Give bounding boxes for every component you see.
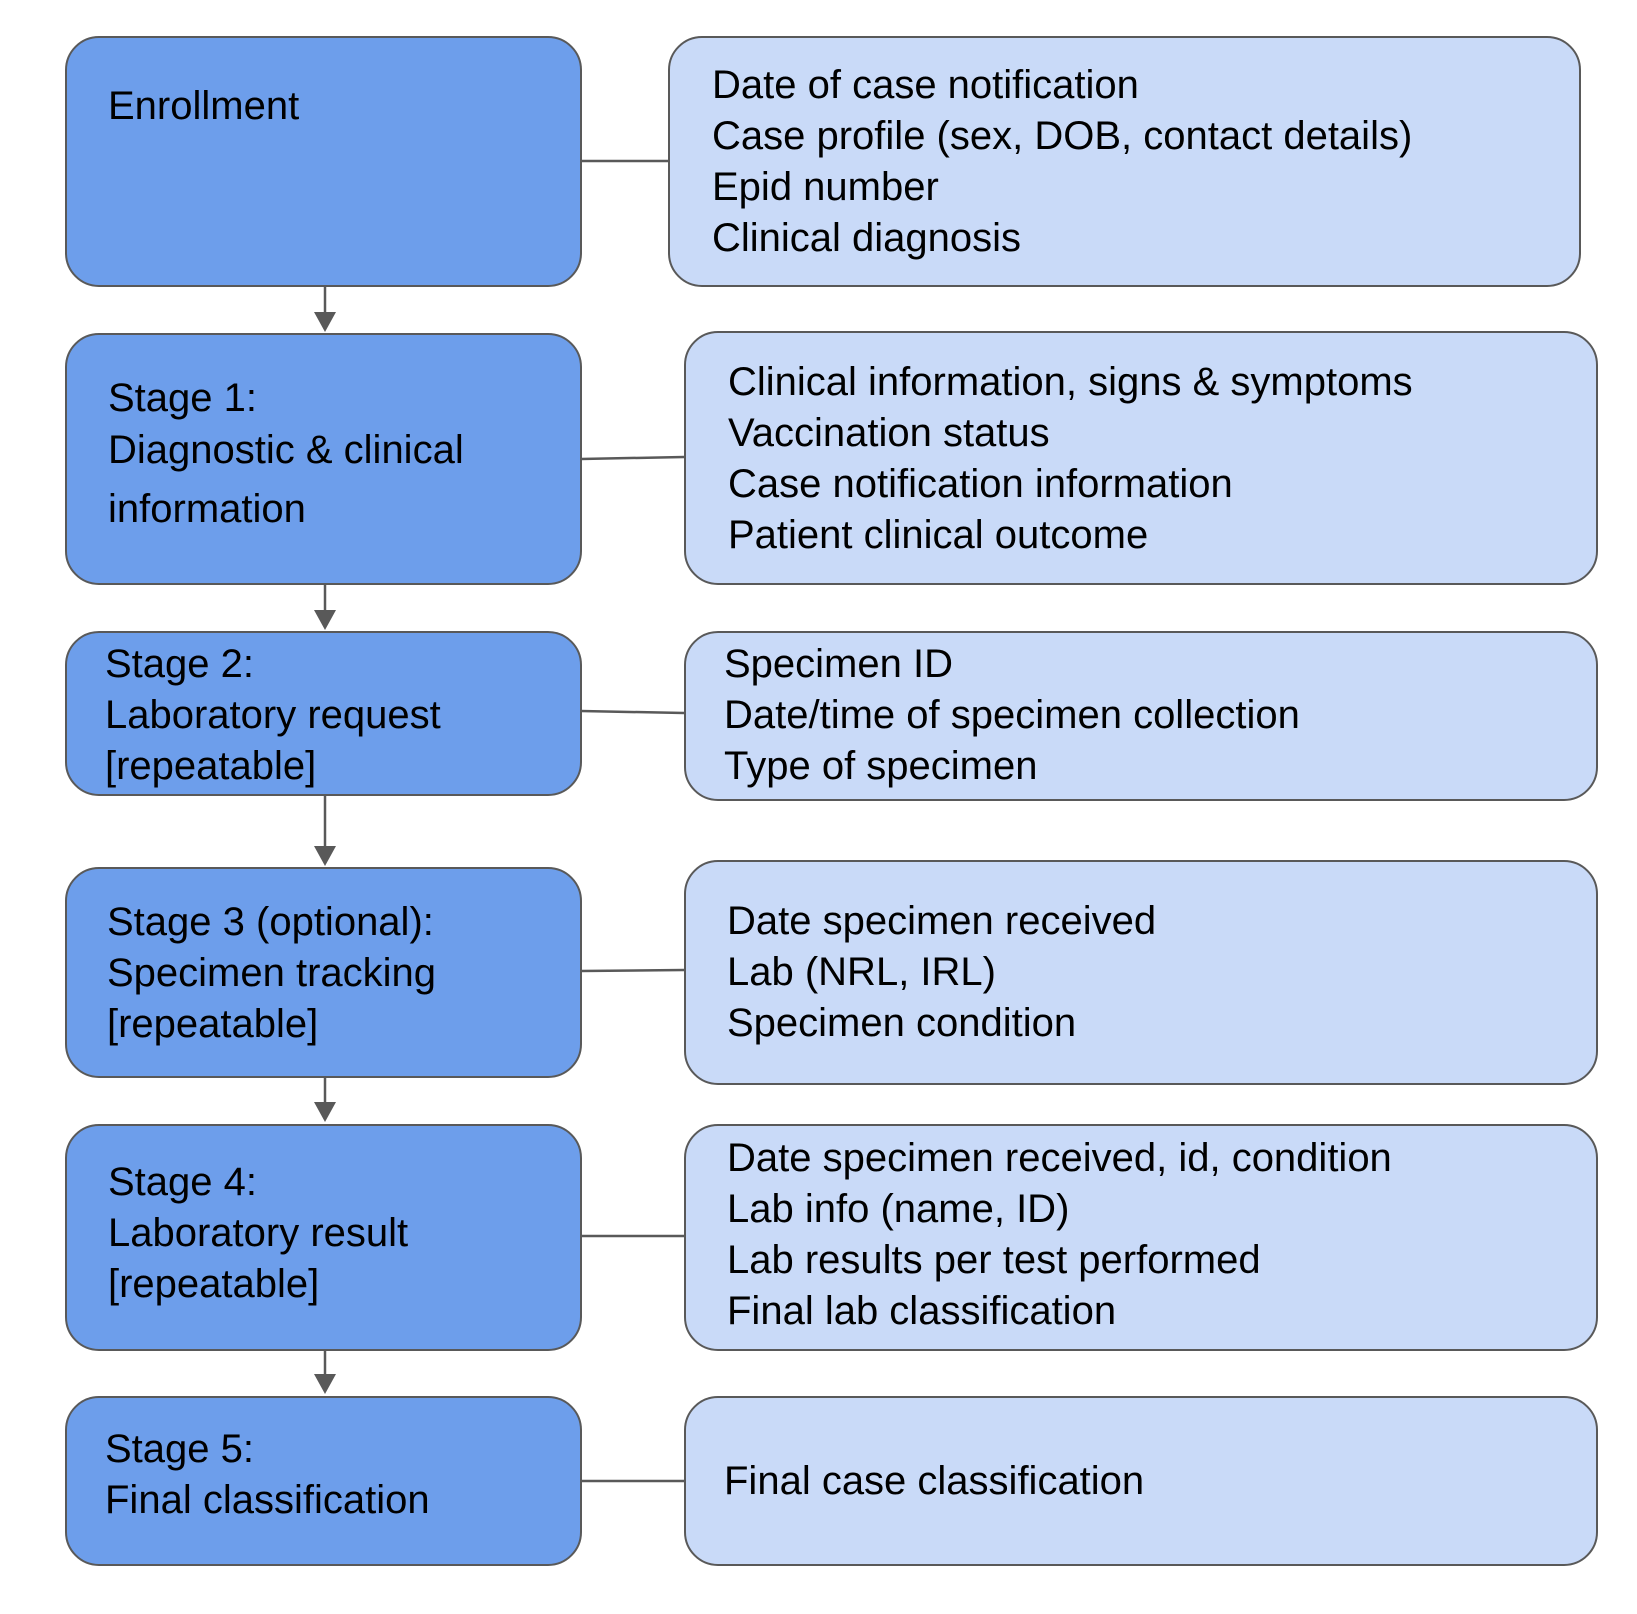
stage-4-box: Stage 4: Laboratory result [repeatable] bbox=[65, 1124, 582, 1351]
enrollment-line-1: Enrollment bbox=[108, 84, 300, 128]
stage-2-label: Stage 2: Laboratory request [repeatable] bbox=[105, 639, 441, 792]
stage-3-details-box: Date specimen received Lab (NRL, IRL) Sp… bbox=[684, 860, 1598, 1085]
stage-5-line-2: Final classification bbox=[105, 1478, 430, 1522]
stage-2-box: Stage 2: Laboratory request [repeatable] bbox=[65, 631, 582, 796]
stage-5-line-1: Stage 5: bbox=[105, 1427, 255, 1471]
arrow-stage-3-to-stage-4 bbox=[314, 1077, 336, 1122]
stage-5-details-box: Final case classification bbox=[684, 1396, 1598, 1566]
detail-line: Date/time of specimen collection bbox=[724, 693, 1300, 737]
link-stage-2 bbox=[580, 709, 685, 715]
link-stage-1 bbox=[580, 455, 685, 461]
stage-2-line-1: Stage 2: bbox=[105, 642, 255, 686]
detail-line: Clinical diagnosis bbox=[712, 216, 1022, 260]
detail-line: Final case classification bbox=[724, 1459, 1145, 1503]
detail-line: Epid number bbox=[712, 165, 939, 209]
stage-1-details-text: Clinical information, signs & symptoms V… bbox=[728, 357, 1413, 561]
stage-3-label: Stage 3 (optional): Specimen tracking [r… bbox=[107, 897, 436, 1050]
detail-line: Clinical information, signs & symptoms bbox=[728, 360, 1413, 404]
enrollment-label: Enrollment bbox=[108, 81, 299, 132]
stage-5-box: Stage 5: Final classification bbox=[65, 1396, 582, 1566]
stage-1-label: Stage 1: Diagnostic & clinical informati… bbox=[108, 374, 464, 540]
arrow-stage-1-to-stage-2 bbox=[314, 584, 336, 630]
stage-1-box: Stage 1: Diagnostic & clinical informati… bbox=[65, 333, 582, 585]
arrow-enrollment-to-stage-1 bbox=[314, 286, 336, 332]
detail-line: Specimen ID bbox=[724, 642, 953, 686]
enrollment-details-box: Date of case notification Case profile (… bbox=[668, 36, 1581, 287]
stage-1-details-box: Clinical information, signs & symptoms V… bbox=[684, 331, 1598, 585]
stage-1-line-1: Stage 1: bbox=[108, 376, 258, 420]
stage-2-details-text: Specimen ID Date/time of specimen collec… bbox=[724, 639, 1300, 792]
detail-line: Lab results per test performed bbox=[727, 1238, 1261, 1282]
stage-4-line-1: Stage 4: bbox=[108, 1160, 258, 1204]
detail-line: Final lab classification bbox=[727, 1289, 1117, 1333]
stage-2-line-3: [repeatable] bbox=[105, 744, 317, 788]
detail-line: Specimen condition bbox=[727, 1001, 1077, 1045]
detail-line: Date specimen received, id, condition bbox=[727, 1136, 1392, 1180]
stage-2-line-2: Laboratory request bbox=[105, 693, 441, 737]
stage-4-details-text: Date specimen received, id, condition La… bbox=[727, 1133, 1392, 1337]
stage-4-line-3: [repeatable] bbox=[108, 1262, 320, 1306]
detail-line: Type of specimen bbox=[724, 744, 1038, 788]
stage-5-details-text: Final case classification bbox=[724, 1456, 1144, 1507]
detail-line: Lab info (name, ID) bbox=[727, 1187, 1070, 1231]
stage-1-line-3: information bbox=[108, 487, 306, 531]
link-stage-3 bbox=[580, 968, 685, 973]
enrollment-box: Enrollment bbox=[65, 36, 582, 287]
stage-4-label: Stage 4: Laboratory result [repeatable] bbox=[108, 1157, 408, 1310]
detail-line: Case profile (sex, DOB, contact details) bbox=[712, 114, 1413, 158]
stage-3-box: Stage 3 (optional): Specimen tracking [r… bbox=[65, 867, 582, 1078]
stage-3-line-2: Specimen tracking bbox=[107, 951, 437, 995]
arrow-stage-4-to-stage-5 bbox=[314, 1350, 336, 1394]
detail-line: Date specimen received bbox=[727, 899, 1157, 943]
arrow-stage-2-to-stage-3 bbox=[314, 795, 336, 866]
stage-4-details-box: Date specimen received, id, condition La… bbox=[684, 1124, 1598, 1351]
detail-line: Vaccination status bbox=[728, 411, 1050, 455]
stage-2-details-box: Specimen ID Date/time of specimen collec… bbox=[684, 631, 1598, 801]
stage-5-label: Stage 5: Final classification bbox=[105, 1424, 430, 1526]
enrollment-details-text: Date of case notification Case profile (… bbox=[712, 60, 1412, 264]
stage-4-line-2: Laboratory result bbox=[108, 1211, 409, 1255]
stage-3-line-3: [repeatable] bbox=[107, 1002, 319, 1046]
detail-line: Date of case notification bbox=[712, 63, 1139, 107]
detail-line: Case notification information bbox=[728, 462, 1233, 506]
stage-3-line-1: Stage 3 (optional): bbox=[107, 900, 434, 944]
stage-1-line-2: Diagnostic & clinical bbox=[108, 428, 464, 472]
detail-line: Patient clinical outcome bbox=[728, 513, 1149, 557]
detail-line: Lab (NRL, IRL) bbox=[727, 950, 996, 994]
stage-3-details-text: Date specimen received Lab (NRL, IRL) Sp… bbox=[727, 896, 1156, 1049]
